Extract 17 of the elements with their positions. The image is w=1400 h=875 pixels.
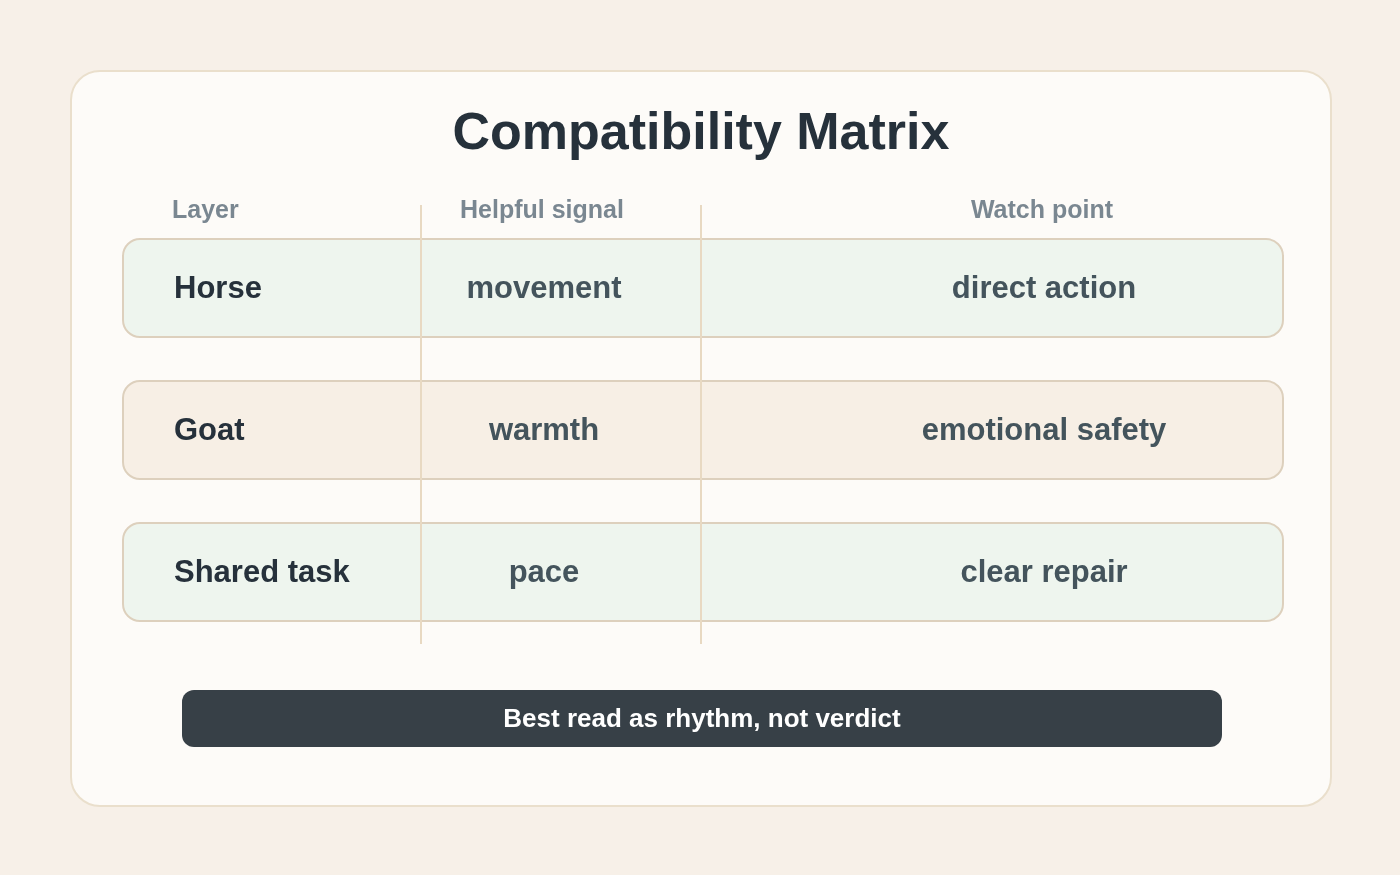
row-value: warmth [488, 412, 600, 448]
row-value: direct action [951, 270, 1137, 306]
row-value: pace [508, 554, 580, 590]
row-value: movement [466, 270, 622, 306]
column-header: Watch point [970, 194, 1114, 224]
table-row [122, 380, 1284, 480]
row-value: emotional safety [921, 412, 1167, 448]
column-header: Helpful signal [460, 194, 624, 224]
table-row [122, 522, 1284, 622]
row-value: clear repair [960, 554, 1128, 590]
column-header: Layer [172, 194, 239, 224]
row-label: Shared task [174, 554, 350, 590]
row-label: Goat [174, 412, 245, 448]
note-banner: Best read as rhythm, not verdict [182, 690, 1222, 747]
table-row [122, 238, 1284, 338]
row-label: Horse [174, 270, 262, 306]
title: Compatibility Matrix [451, 101, 951, 162]
